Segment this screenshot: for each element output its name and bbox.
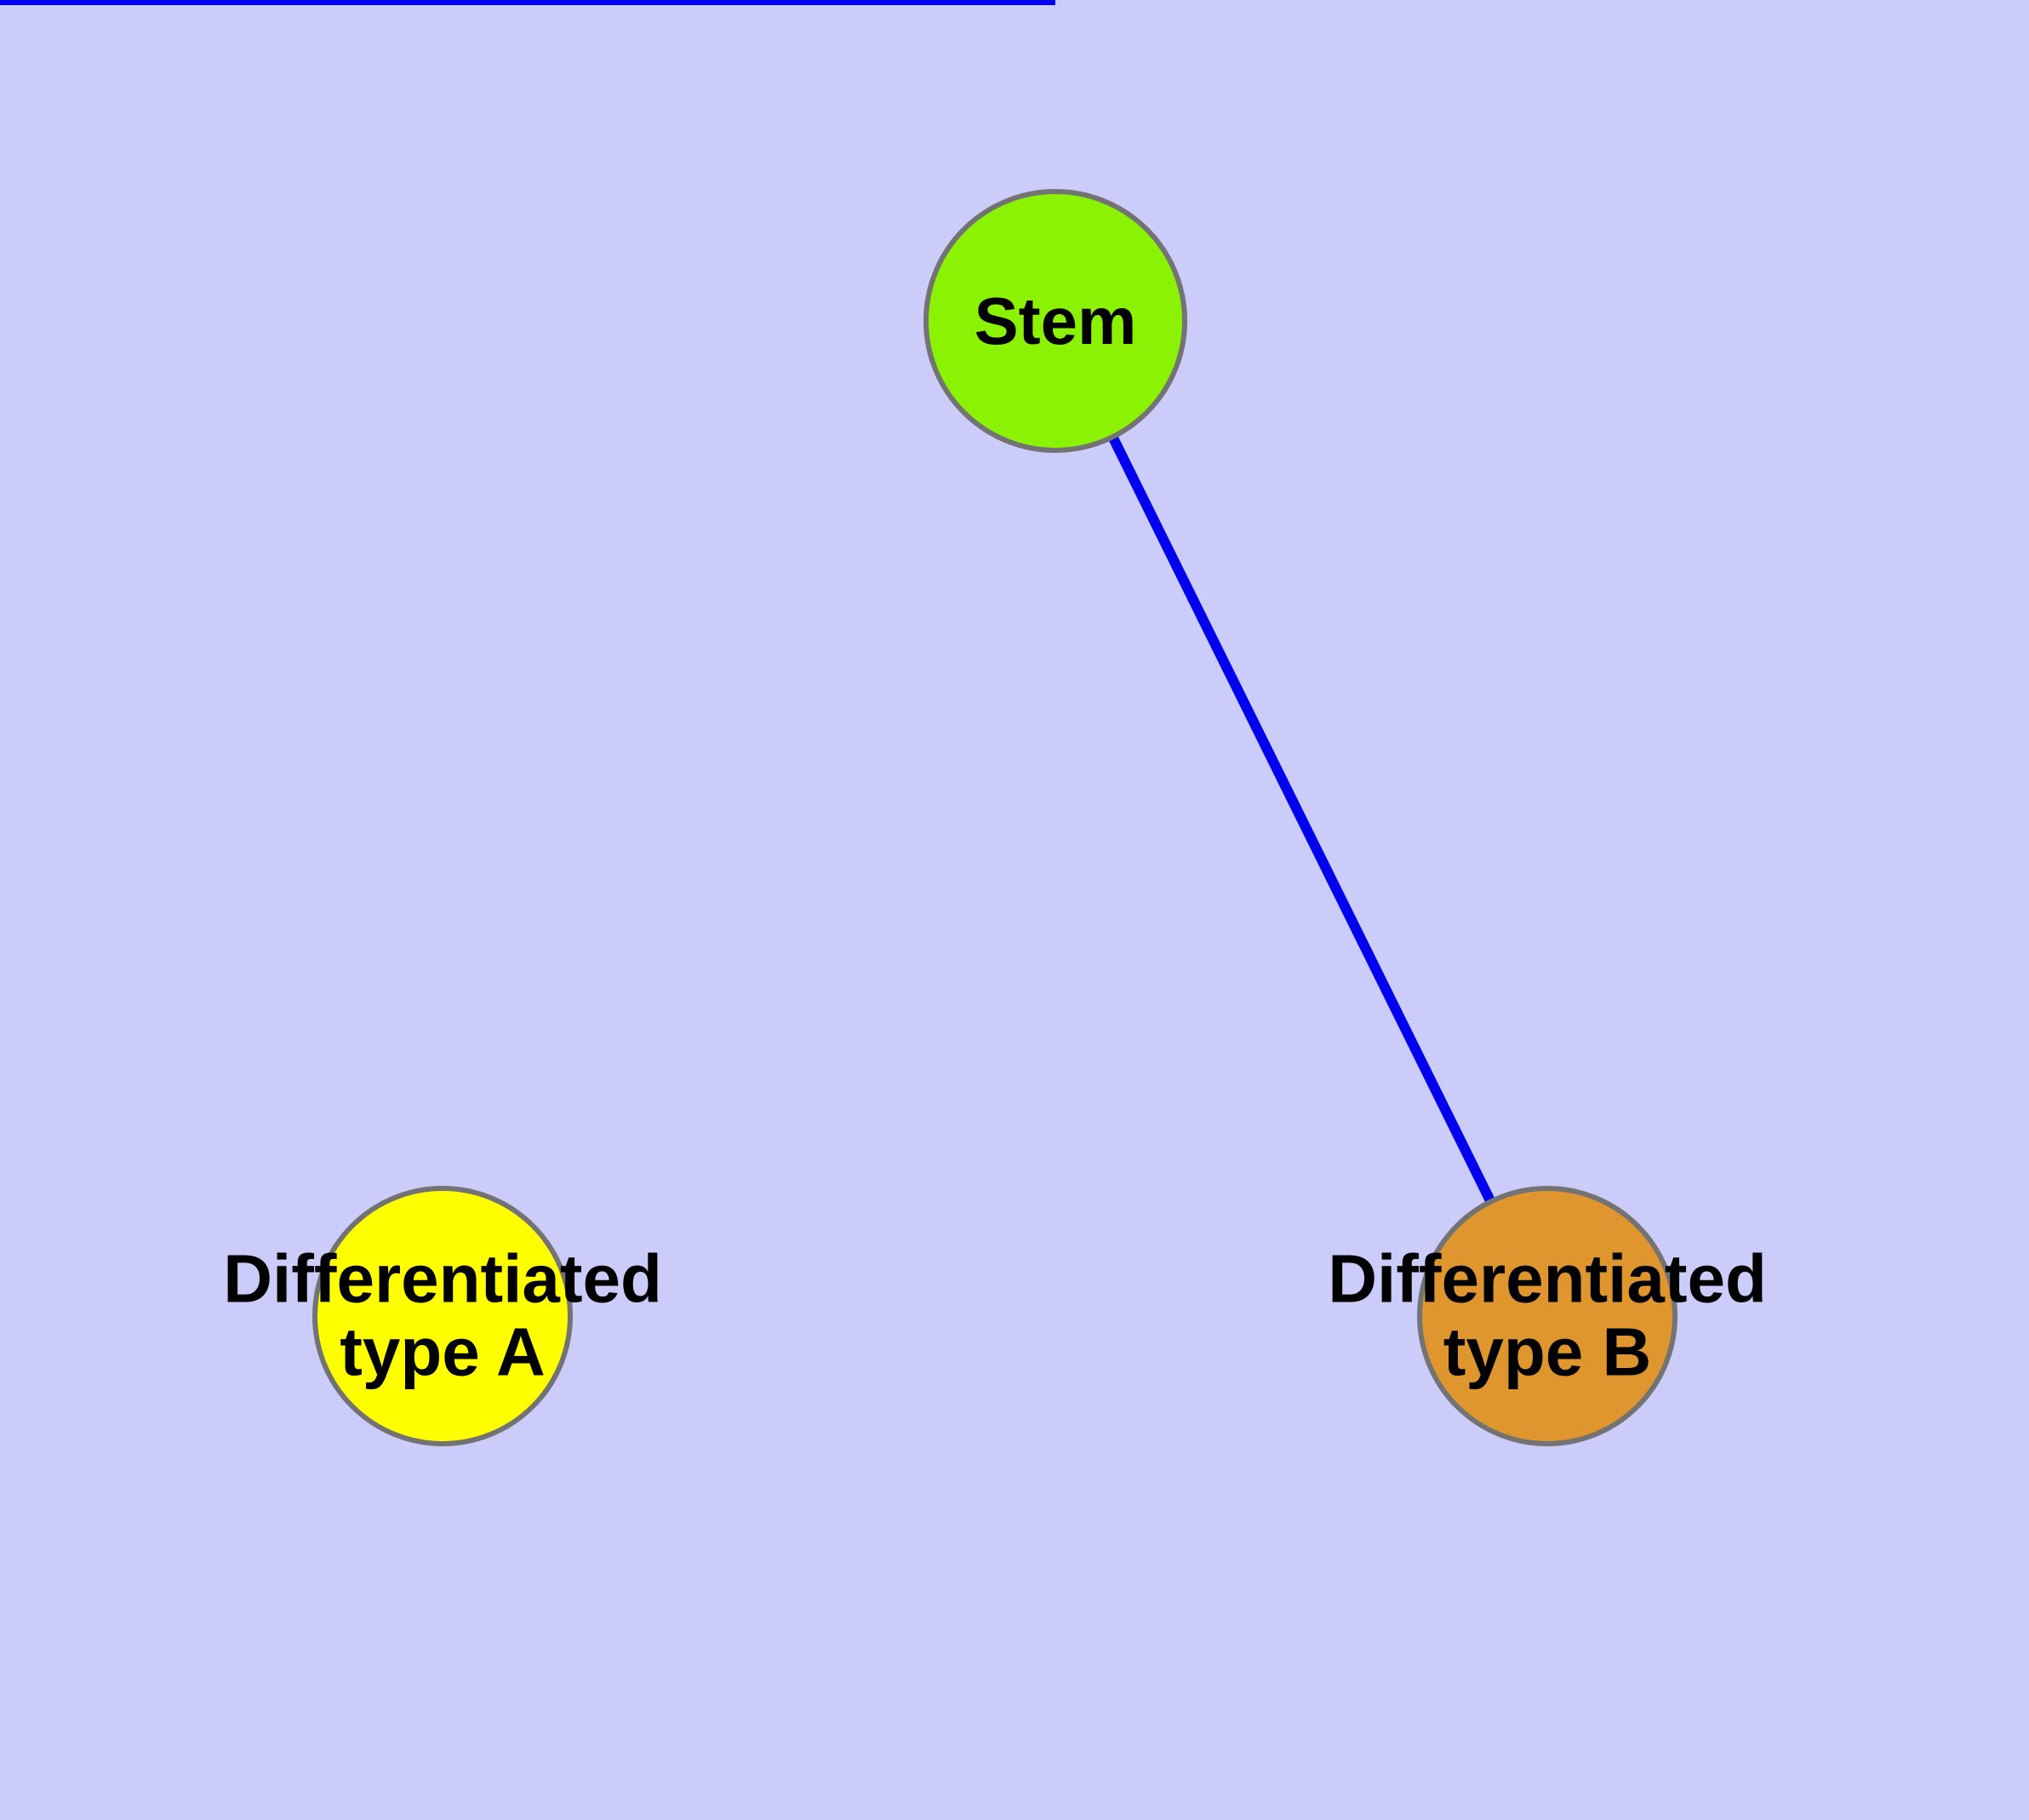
edge-stem-to-differentiated-type-a[interactable] bbox=[1050, 318, 1552, 1319]
edge-layer bbox=[0, 0, 1552, 1319]
node-layer bbox=[312, 189, 1677, 1446]
node-differentiated-type-a[interactable] bbox=[312, 1186, 573, 1446]
node-differentiated-type-b[interactable] bbox=[1417, 1186, 1677, 1446]
node-stem[interactable] bbox=[923, 189, 1187, 453]
